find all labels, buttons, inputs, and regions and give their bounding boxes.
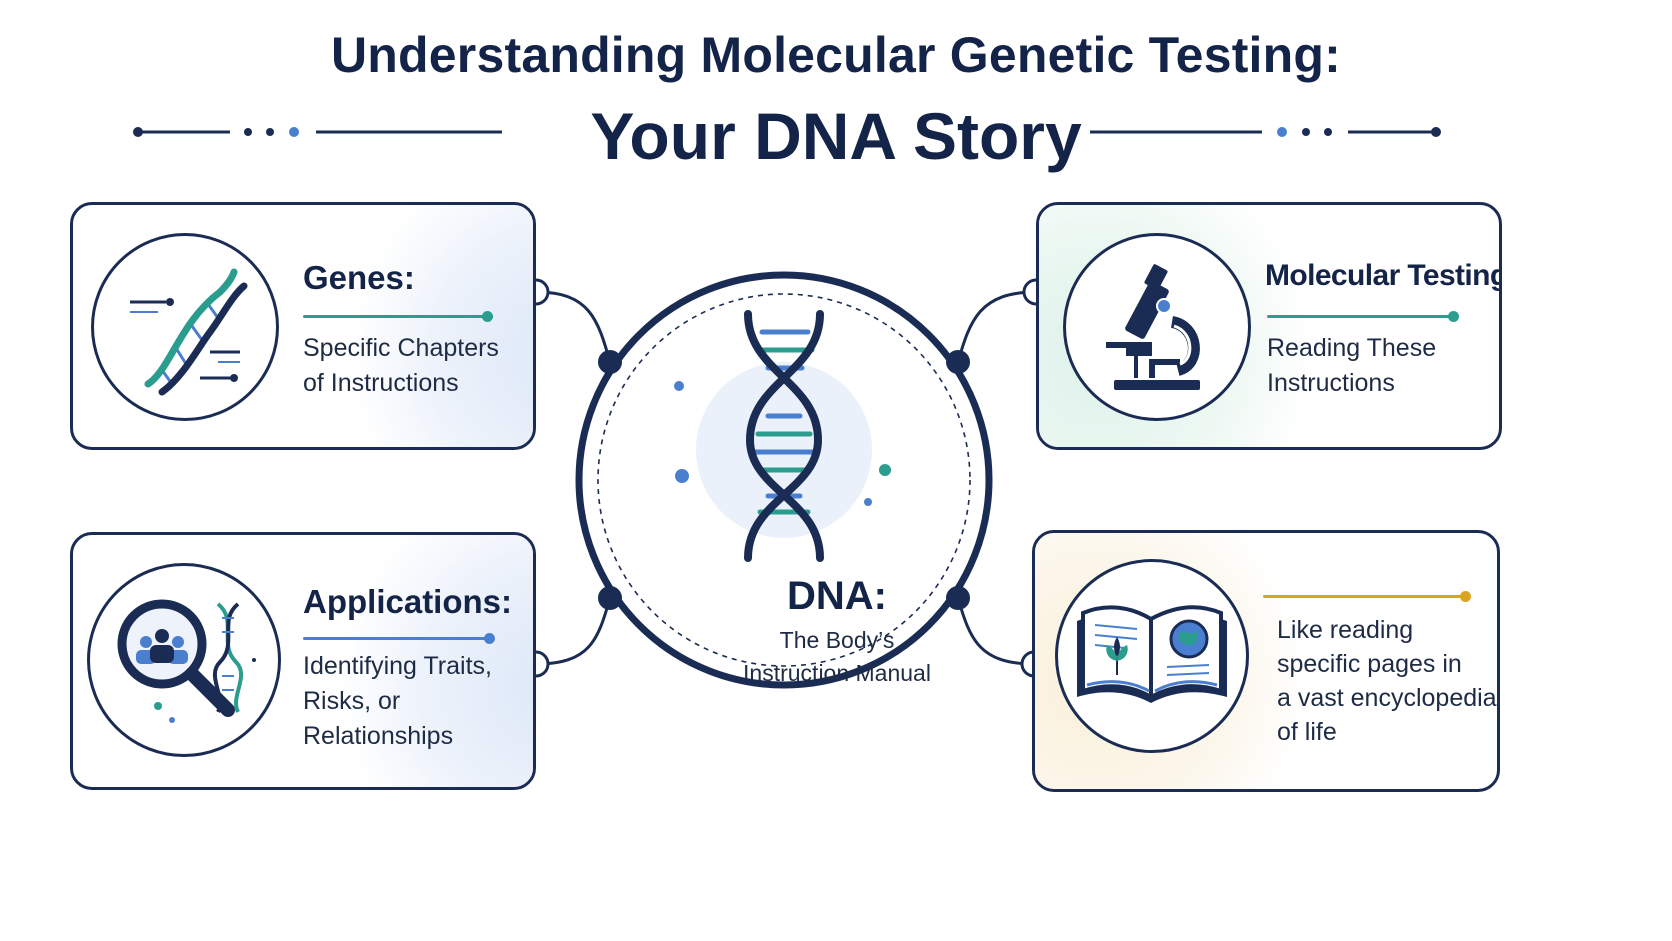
card-rule [303, 311, 493, 322]
center-title: DNA: [787, 574, 887, 618]
junction-dot [598, 586, 622, 610]
card-icon-circle [1055, 559, 1249, 753]
connector-molecular [956, 290, 1037, 363]
card-text-line: of life [1277, 718, 1337, 746]
card-title: Genes: [303, 259, 415, 296]
decor-dot [674, 381, 684, 391]
center-ring [575, 271, 993, 689]
card-genes: Genes: Specific Chapters of Instructions [70, 202, 536, 450]
card-text-line: a vast encyclopedia [1277, 684, 1497, 712]
page-title: Understanding Molecular Genetic Testing: [331, 27, 1341, 83]
junction-dot [946, 586, 970, 610]
card-applications: Applications: Identifying Traits, Risks,… [70, 532, 536, 790]
card-icon-circle [91, 233, 279, 421]
junction-dot [598, 350, 622, 374]
card-rule [303, 633, 495, 644]
card-molecular-testing: Molecular Testing: Reading These Instruc… [1036, 202, 1502, 450]
card-text-line: specific pages in [1277, 650, 1462, 678]
card-text-line: Like reading [1277, 616, 1414, 644]
open-book-icon [1077, 605, 1227, 703]
center-subtitle-line: Instruction Manual [743, 660, 931, 686]
connector-genes [535, 290, 612, 363]
connector-applications [535, 597, 612, 666]
center-subtitle: The Body’s Instruction Manual [712, 624, 962, 690]
title-ornament-right [1090, 127, 1441, 137]
magnifier-people-icon [117, 599, 256, 723]
center-dashed-ring [597, 293, 971, 667]
junction-dot [946, 350, 970, 374]
card-title: Molecular Testing: [1265, 259, 1502, 292]
decor-dot [864, 498, 872, 506]
card-text: Reading These Instructions [1267, 331, 1436, 401]
card-text-line: Risks, or [303, 687, 401, 715]
card-title: Applications: [303, 583, 513, 620]
card-text-line: Relationships [303, 722, 454, 750]
page-subtitle: Your DNA Story [590, 99, 1082, 173]
microscope-icon [1106, 264, 1200, 390]
center-subtitle-line: The Body’s [779, 627, 895, 653]
dna-helix-icon [130, 268, 248, 396]
card-text-line: Instructions [1267, 369, 1395, 397]
decor-dot [879, 464, 891, 476]
card-text: Like reading specific pages in a vast en… [1277, 613, 1497, 749]
card-text-line: Specific Chapters [303, 334, 499, 362]
card-text: Identifying Traits, Risks, or Relationsh… [303, 649, 492, 754]
connector-encyclopedia [956, 597, 1035, 666]
card-text-line: of Instructions [303, 369, 459, 397]
card-glow [353, 205, 533, 447]
card-rule [1263, 591, 1471, 602]
card-text: Specific Chapters of Instructions [303, 331, 499, 401]
card-rule [1267, 311, 1459, 322]
card-text-line: Identifying Traits, [303, 652, 492, 680]
center-dna-icon [744, 310, 824, 562]
card-text-line: Reading These [1267, 334, 1437, 362]
card-glow [343, 535, 533, 787]
card-encyclopedia: Like reading specific pages in a vast en… [1032, 530, 1500, 792]
card-icon-circle [1063, 233, 1251, 421]
decor-dot [675, 469, 689, 483]
title-ornament-left [133, 127, 502, 137]
card-icon-circle [87, 563, 281, 757]
